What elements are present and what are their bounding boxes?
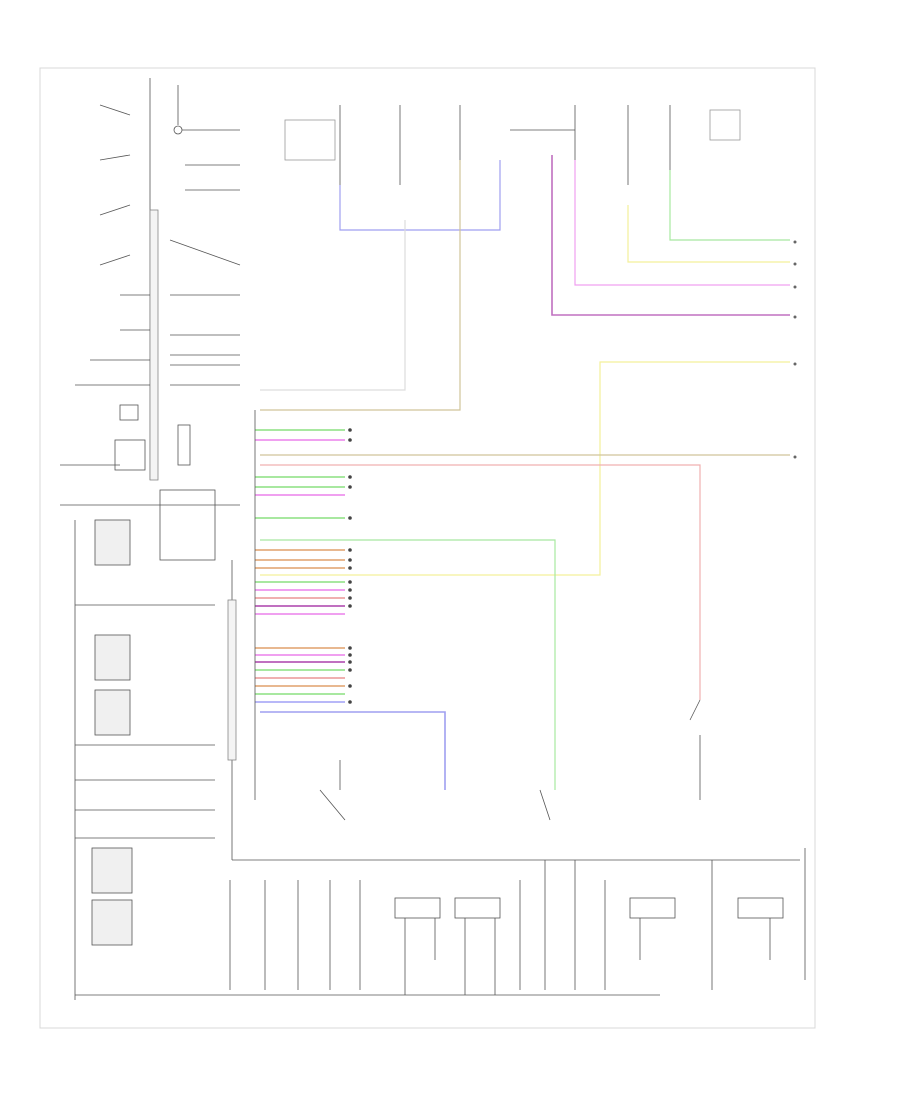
fuse-row [284,105,741,185]
terminal-dots [348,428,352,704]
colored-wires [260,155,790,790]
right-terminals [793,240,797,459]
connector-pin-rows [255,429,345,703]
left-switch-stack [60,78,240,506]
lower-left-components [74,519,660,1000]
diagram-border [39,67,816,1029]
module-bus [227,410,800,861]
lower-center-switches [319,699,701,821]
bottom-components [229,848,806,995]
relay-column [159,85,241,561]
